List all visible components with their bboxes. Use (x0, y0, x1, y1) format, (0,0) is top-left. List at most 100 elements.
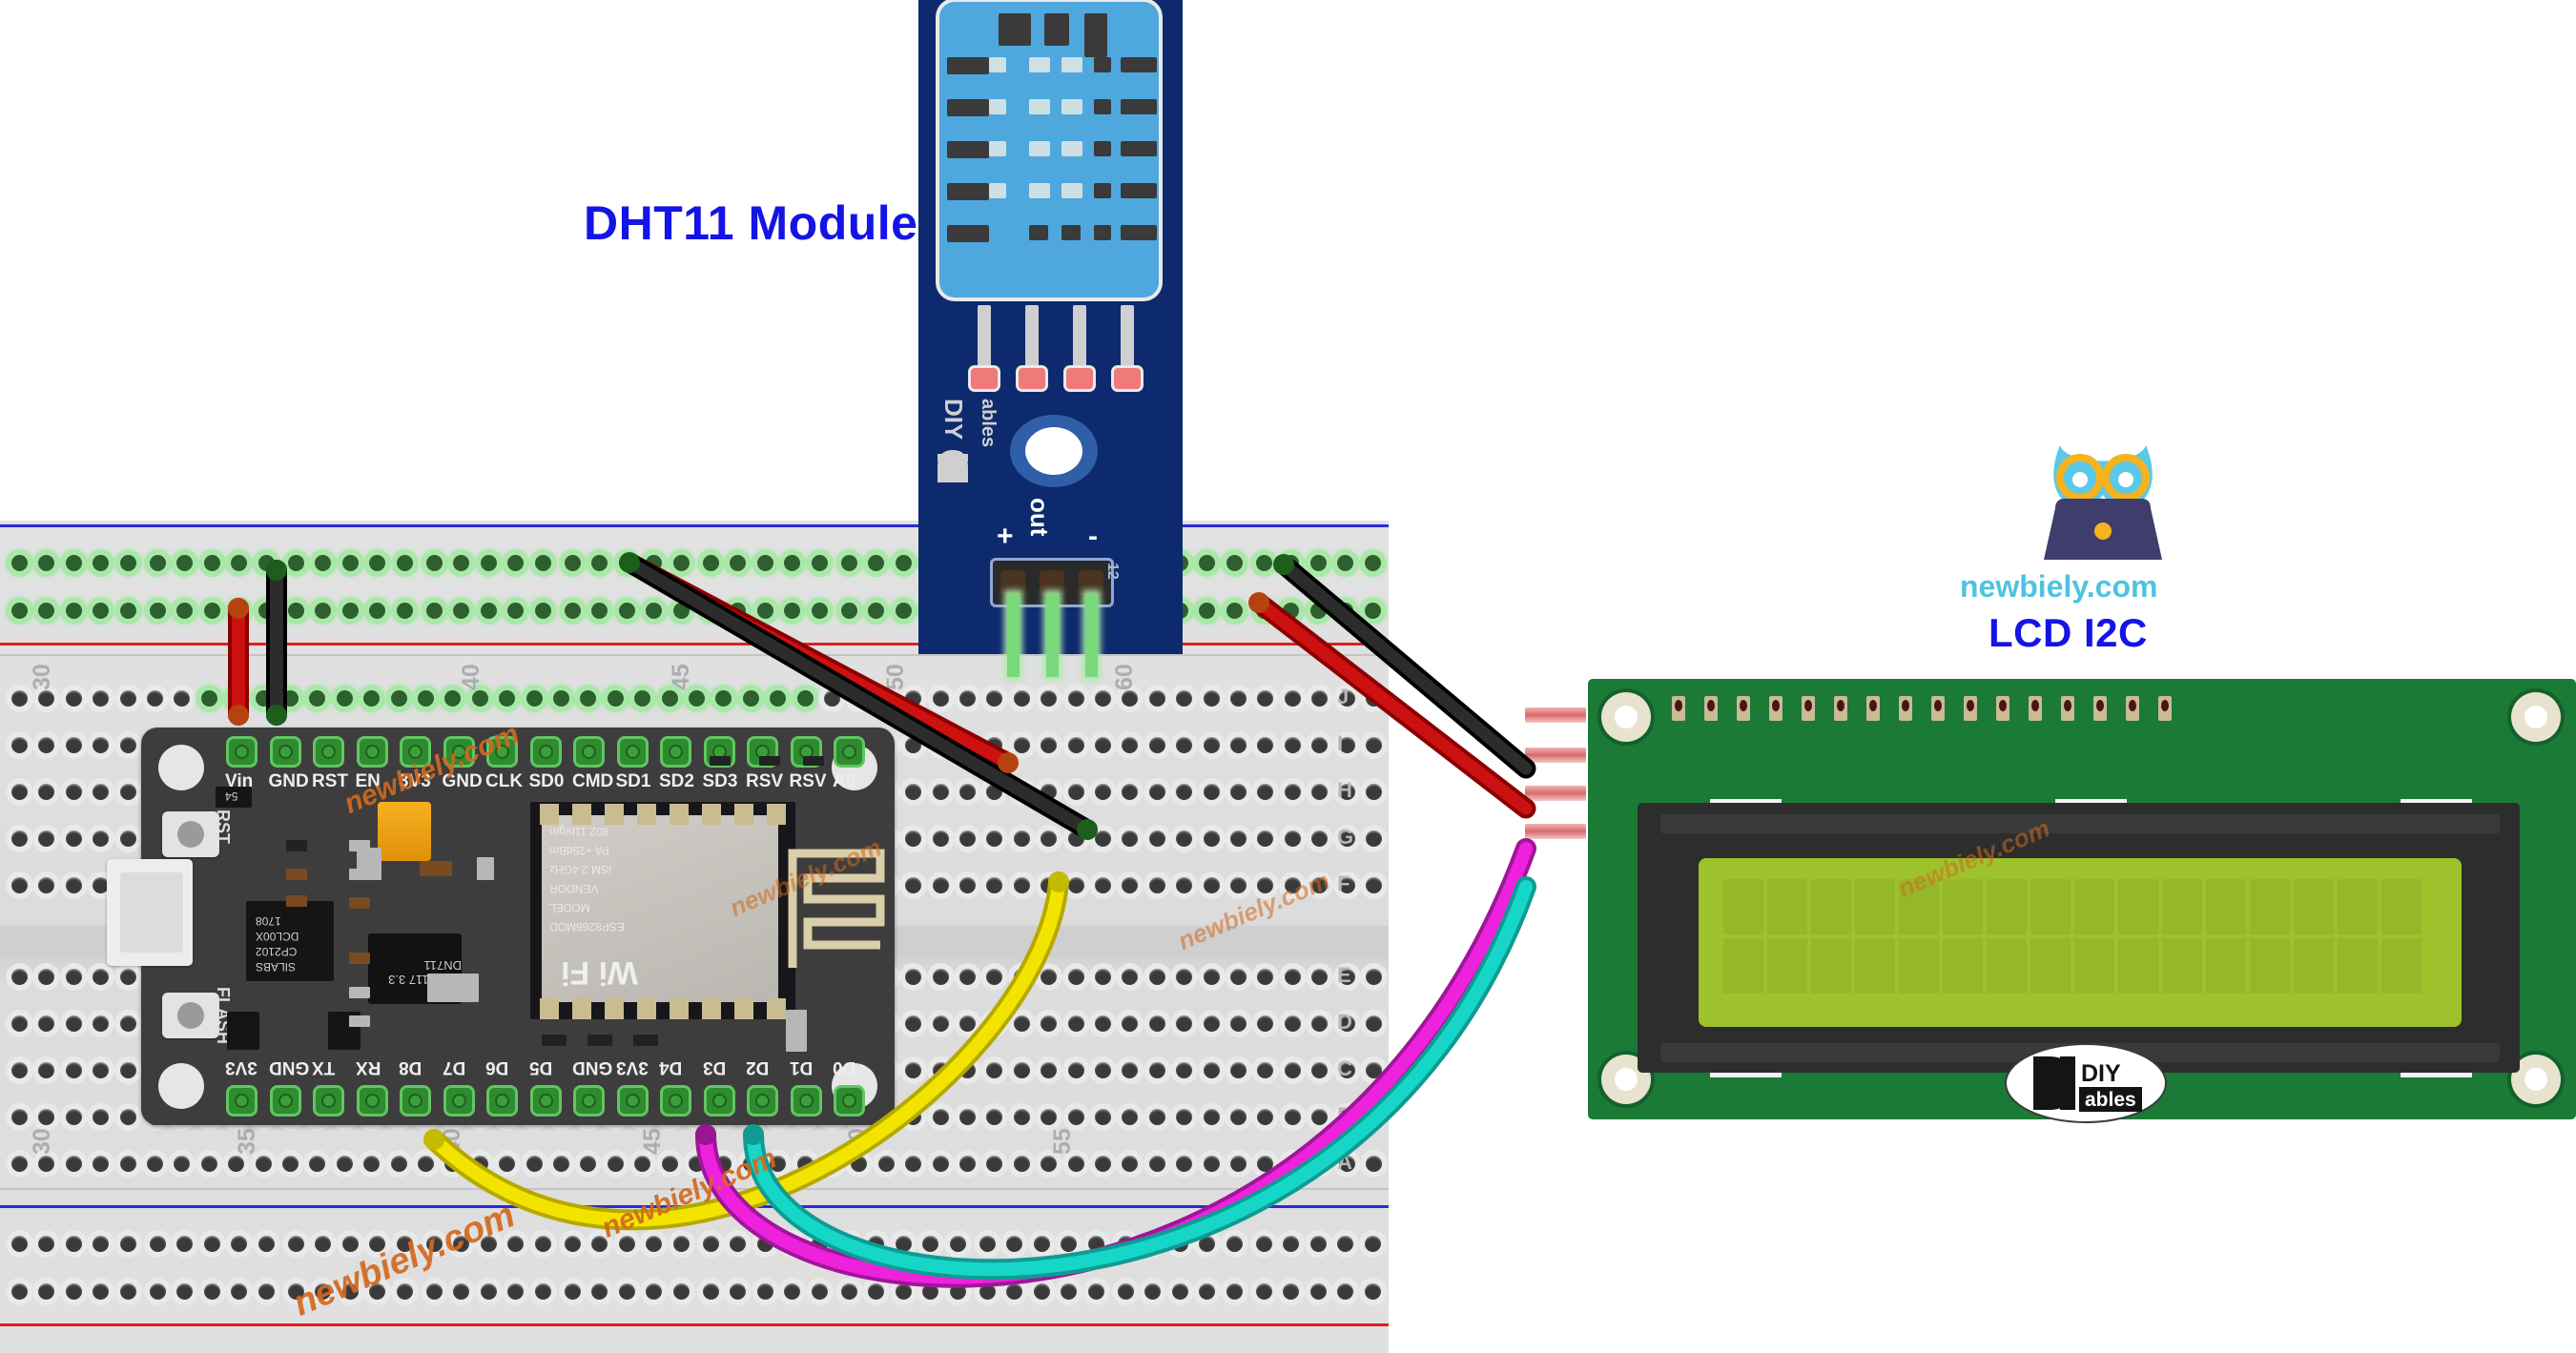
breadboard-rail-hole[interactable] (1033, 1236, 1050, 1252)
breadboard-rail-hole[interactable] (288, 603, 304, 619)
breadboard-hole[interactable] (11, 1062, 28, 1078)
breadboard-rail-hole[interactable] (811, 1236, 828, 1252)
breadboard-rail-hole[interactable] (507, 1283, 525, 1300)
nodemcu-pin-en-top[interactable] (359, 739, 385, 765)
breadboard-rail-hole[interactable] (1309, 1236, 1327, 1252)
lcd-header-pin[interactable] (1834, 696, 1847, 721)
breadboard-hole[interactable] (1284, 690, 1301, 707)
reset-button[interactable] (162, 811, 219, 857)
breadboard-hole[interactable] (444, 690, 462, 707)
breadboard-hole[interactable] (932, 784, 949, 800)
breadboard-rail-hole[interactable] (1256, 555, 1272, 571)
breadboard-hole[interactable] (607, 690, 624, 707)
breadboard-rail-hole[interactable] (1364, 1283, 1381, 1300)
breadboard-hole[interactable] (1095, 1062, 1111, 1078)
breadboard-hole[interactable] (38, 1015, 55, 1032)
breadboard-rail-hole[interactable] (480, 555, 497, 571)
breadboard-rail-hole[interactable] (93, 555, 110, 571)
breadboard-hole[interactable] (1230, 969, 1247, 985)
nodemcu-pin-3v3-top[interactable] (402, 739, 428, 765)
breadboard-rail-hole[interactable] (1033, 1283, 1050, 1300)
breadboard-rail-hole[interactable] (1309, 603, 1327, 619)
lcd-header-pin[interactable] (1996, 696, 2009, 721)
breadboard-hole[interactable] (390, 690, 407, 707)
breadboard-hole[interactable] (93, 830, 110, 847)
lcd-header-pin[interactable] (2126, 696, 2139, 721)
breadboard-hole[interactable] (255, 1156, 272, 1172)
breadboard-hole[interactable] (742, 690, 759, 707)
breadboard-rail-hole[interactable] (396, 555, 413, 571)
breadboard-hole[interactable] (65, 969, 82, 985)
breadboard-rail-hole[interactable] (756, 1283, 773, 1300)
breadboard-hole[interactable] (689, 690, 705, 707)
flash-button[interactable] (162, 993, 219, 1038)
breadboard-hole[interactable] (959, 1156, 976, 1172)
lcd-header-pin[interactable] (2061, 696, 2074, 721)
breadboard-hole[interactable] (553, 1156, 569, 1172)
nodemcu-pin-3v3-bottom[interactable] (619, 1088, 646, 1114)
breadboard-hole[interactable] (1203, 830, 1220, 847)
dht11-pin-gnd[interactable] (1079, 570, 1103, 595)
nodemcu-pin-d4-bottom[interactable] (663, 1088, 689, 1114)
breadboard-hole[interactable] (1230, 690, 1247, 707)
breadboard-rail-hole[interactable] (258, 555, 275, 571)
breadboard-hole[interactable] (119, 1015, 136, 1032)
breadboard-rail-hole[interactable] (1226, 1283, 1243, 1300)
breadboard-hole[interactable] (1366, 1109, 1382, 1125)
breadboard-hole[interactable] (1095, 784, 1111, 800)
breadboard-rail-hole[interactable] (65, 1236, 82, 1252)
lcd-header-pin[interactable] (1704, 696, 1718, 721)
nodemcu-pin-cmd-top[interactable] (576, 739, 602, 765)
breadboard-hole[interactable] (119, 969, 136, 985)
breadboard-rail-hole[interactable] (1118, 1283, 1134, 1300)
breadboard-rail-hole[interactable] (1226, 1236, 1243, 1252)
breadboard-hole[interactable] (282, 690, 299, 707)
breadboard-rail-hole[interactable] (258, 1236, 275, 1252)
breadboard-hole[interactable] (661, 1156, 678, 1172)
breadboard-rail-hole[interactable] (203, 1283, 220, 1300)
breadboard-rail-hole[interactable] (369, 603, 386, 619)
breadboard-hole[interactable] (553, 690, 569, 707)
breadboard-hole[interactable] (1013, 1062, 1030, 1078)
lcd-header-pin[interactable] (1737, 696, 1750, 721)
breadboard-rail-hole[interactable] (203, 555, 220, 571)
breadboard-rail-hole[interactable] (756, 1236, 773, 1252)
breadboard-rail-hole[interactable] (703, 1236, 719, 1252)
breadboard-hole[interactable] (959, 969, 976, 985)
breadboard-hole[interactable] (336, 1156, 353, 1172)
nodemcu-pin-gnd-bottom[interactable] (576, 1088, 602, 1114)
breadboard-rail-hole[interactable] (176, 1283, 194, 1300)
breadboard-rail-hole[interactable] (646, 1236, 663, 1252)
breadboard-hole[interactable] (796, 690, 814, 707)
breadboard-hole[interactable] (1203, 784, 1220, 800)
breadboard-hole[interactable] (1230, 830, 1247, 847)
breadboard-hole[interactable] (1013, 1015, 1030, 1032)
breadboard-hole[interactable] (471, 690, 488, 707)
breadboard-hole[interactable] (526, 690, 543, 707)
breadboard-rail-hole[interactable] (93, 1283, 110, 1300)
breadboard-rail-hole[interactable] (150, 603, 166, 619)
breadboard-hole[interactable] (119, 690, 136, 707)
nodemcu-pin-sd1-top[interactable] (619, 739, 646, 765)
nodemcu-pin-rst-top[interactable] (316, 739, 341, 765)
breadboard-hole[interactable] (65, 1062, 82, 1078)
breadboard-rail-hole[interactable] (841, 555, 857, 571)
breadboard-rail-hole[interactable] (1364, 603, 1381, 619)
breadboard-hole[interactable] (1122, 737, 1139, 753)
breadboard-hole[interactable] (1095, 690, 1111, 707)
breadboard-rail-hole[interactable] (672, 555, 690, 571)
breadboard-hole[interactable] (1067, 1062, 1084, 1078)
breadboard-hole[interactable] (65, 1015, 82, 1032)
breadboard-hole[interactable] (93, 690, 110, 707)
breadboard-hole[interactable] (119, 1109, 136, 1125)
breadboard-hole[interactable] (932, 1062, 949, 1078)
breadboard-hole[interactable] (932, 737, 949, 753)
breadboard-rail-hole[interactable] (1364, 1236, 1381, 1252)
breadboard-hole[interactable] (11, 830, 28, 847)
breadboard-hole[interactable] (65, 1109, 82, 1125)
breadboard-rail-hole[interactable] (258, 603, 275, 619)
breadboard-rail-hole[interactable] (453, 603, 470, 619)
breadboard-rail-hole[interactable] (618, 603, 635, 619)
breadboard-hole[interactable] (1203, 1156, 1220, 1172)
lcd-connector-scl[interactable] (1525, 824, 1586, 839)
